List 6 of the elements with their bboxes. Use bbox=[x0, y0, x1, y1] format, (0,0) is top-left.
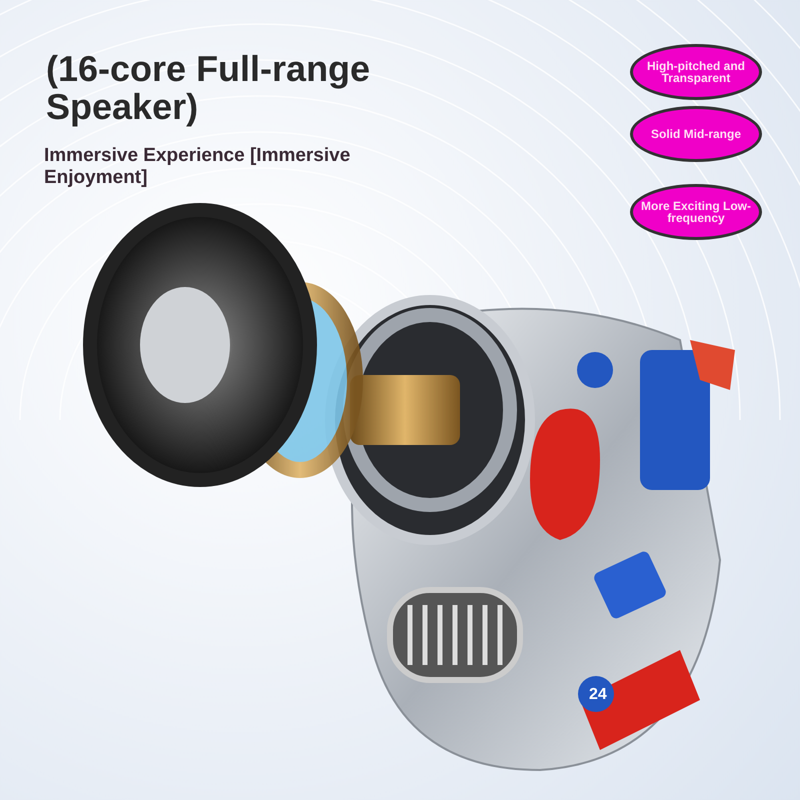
subtitle: Immersive Experience [Immersive Enjoyment] bbox=[44, 145, 352, 189]
sticker-number: 24 bbox=[589, 686, 607, 704]
feature-oval: More Exciting Low-frequency bbox=[630, 184, 762, 240]
feature-oval: Solid Mid-range bbox=[630, 106, 762, 162]
feature-oval: High-pitched and Transparent bbox=[630, 44, 762, 100]
title: (16-core Full-range Speaker) bbox=[46, 50, 372, 126]
